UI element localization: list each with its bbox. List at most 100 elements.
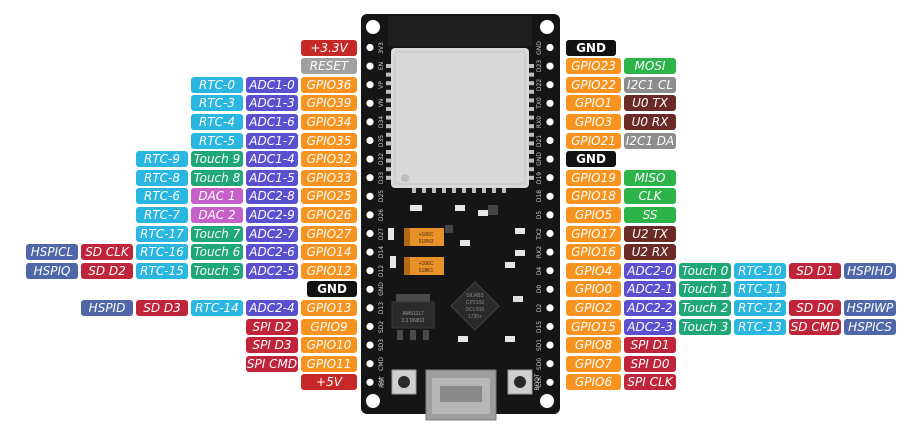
cap-2-line-2: 518K1 [419,268,434,274]
boot-button[interactable] [514,376,526,388]
header-pin-l-vp [366,81,374,89]
header-pin-r-d0 [546,285,554,293]
header-pin-l-d25 [366,192,374,200]
pin-label-touch: Touch 6 [191,244,243,261]
pin-label-gpio: GPIO22 [566,76,621,93]
regulator-tab [396,294,430,302]
mount-hole-bl [366,394,380,408]
wroom-module-shield [391,48,529,188]
pin-label-touch: Touch 7 [191,225,243,242]
pin-label-hspi: HSPICL [26,244,78,261]
header-pin-r-d19 [546,174,554,182]
chip-line-4: 1730+ [468,314,482,320]
pin-label-gnd: GND [566,39,616,56]
pin-label-vspi: CLK [624,188,676,205]
pin-label-gpio: GPIO25 [301,188,357,205]
pin-label-hspi: HSPID [81,299,133,316]
pin-label-adc: ADC1-7 [246,132,298,149]
module-pad [386,175,391,180]
pin-label-rtc: RTC-10 [734,262,786,279]
module-pad [386,81,391,86]
pin-label-adc: ADC1-3 [246,95,298,112]
module-pad [529,98,534,103]
pin-label-gpio: GPIO1 [566,95,621,112]
chip-line-3: DCL00X [466,307,486,313]
pin-label-gpio: GPIO8 [566,337,621,354]
pin-silkscreen-label: CLK [536,376,543,389]
mount-hole-br [540,394,554,408]
pin-label-gpio: GPIO0 [566,281,621,298]
header-pin-r-clk [546,378,554,386]
pin-label-rtc: RTC-12 [734,299,786,316]
header-pin-r-rx0 [546,118,554,126]
pin-label-adc: ADC2-4 [246,299,298,316]
pin-label-rtc: RTC-7 [136,206,188,223]
module-pad [529,158,534,163]
pin-label-gpio: GPIO18 [566,188,621,205]
module-pad [529,167,534,172]
module-pad [529,150,534,154]
pin-label-hspi: HSPICS [844,318,896,335]
ams1117-regulator [391,301,435,329]
pin-label-rtc: RTC-17 [136,225,188,242]
module-pad [502,188,506,193]
pin-label-rtc: RTC-8 [136,169,188,186]
pin-label-power: +3.3V [301,39,357,56]
pin-label-gpio: GPIO2 [566,299,621,316]
module-pad [529,141,534,146]
tantalum-cap-1 [404,228,444,246]
pin-label-rtc: RTC-9 [136,151,188,168]
pin-label-gpio: GPIO36 [301,76,357,93]
header-pin-l-d34 [366,118,374,126]
pin-label-dac: DAC 2 [191,206,243,223]
pin-label-gpio: GPIO33 [301,169,357,186]
module-pad [412,188,416,193]
pin-label-gpio: GPIO5 [566,206,621,223]
rst-button[interactable] [398,376,410,388]
pin-label-touch: Touch 1 [679,281,731,298]
pin-label-adc: ADC1-0 [246,76,298,93]
module-pad [492,188,496,193]
pin-label-touch: Touch 0 [679,262,731,279]
module-pad [529,132,534,137]
module-pad [386,98,391,103]
header-pin-l-sd2 [366,322,374,331]
pin-label-spi_flash: SD D2 [81,262,133,279]
header-pin-r-d23 [546,62,554,70]
header-pin-r-gnd [546,43,554,52]
header-pin-l-d33 [366,174,374,182]
module-pad [386,115,391,120]
pin-label-adc: ADC2-3 [624,318,676,335]
pin-label-spi_flash: SD D1 [789,262,841,279]
header-pin-r-d21 [546,136,554,145]
pin-label-i2c: I2C1 DA [624,132,676,149]
pin-label-gpio: GPIO13 [301,299,357,316]
header-pin-r-tx0 [546,99,554,107]
pin-label-vspi: MISO [624,169,676,186]
pin-label-touch: Touch 2 [679,299,731,316]
pin-label-spi_flash: SPI D0 [624,355,676,372]
header-pin-r-tx2 [546,229,554,238]
pin-label-rtc: RTC-11 [734,281,786,298]
module-pad [422,188,426,193]
header-pin-r-d22 [546,81,554,89]
pin-label-gpio: GPIO9 [301,318,357,335]
module-pad [386,150,391,154]
pin-label-touch: Touch 8 [191,169,243,186]
header-pin-l-en [366,62,374,70]
pin-label-uart: U0 TX [624,95,676,112]
header-pin-l-d27 [366,229,374,238]
header-pin-l-vn [366,99,374,107]
header-pin-r-rx2 [546,248,554,256]
mount-hole-tr [540,20,554,34]
tantalum-cap-2 [404,257,444,275]
module-pad [432,188,436,193]
pin-label-adc: ADC2-0 [624,262,676,279]
cap-2-line-1: +106C [419,261,434,267]
header-pin-r-d5 [546,211,554,219]
header-pin-r-sd0 [546,360,554,368]
pin-label-uart: U2 TX [624,225,676,242]
module-pad [472,188,476,193]
pin-label-power: +5V [301,374,357,391]
pin-label-spi_flash: SD D3 [136,299,188,316]
